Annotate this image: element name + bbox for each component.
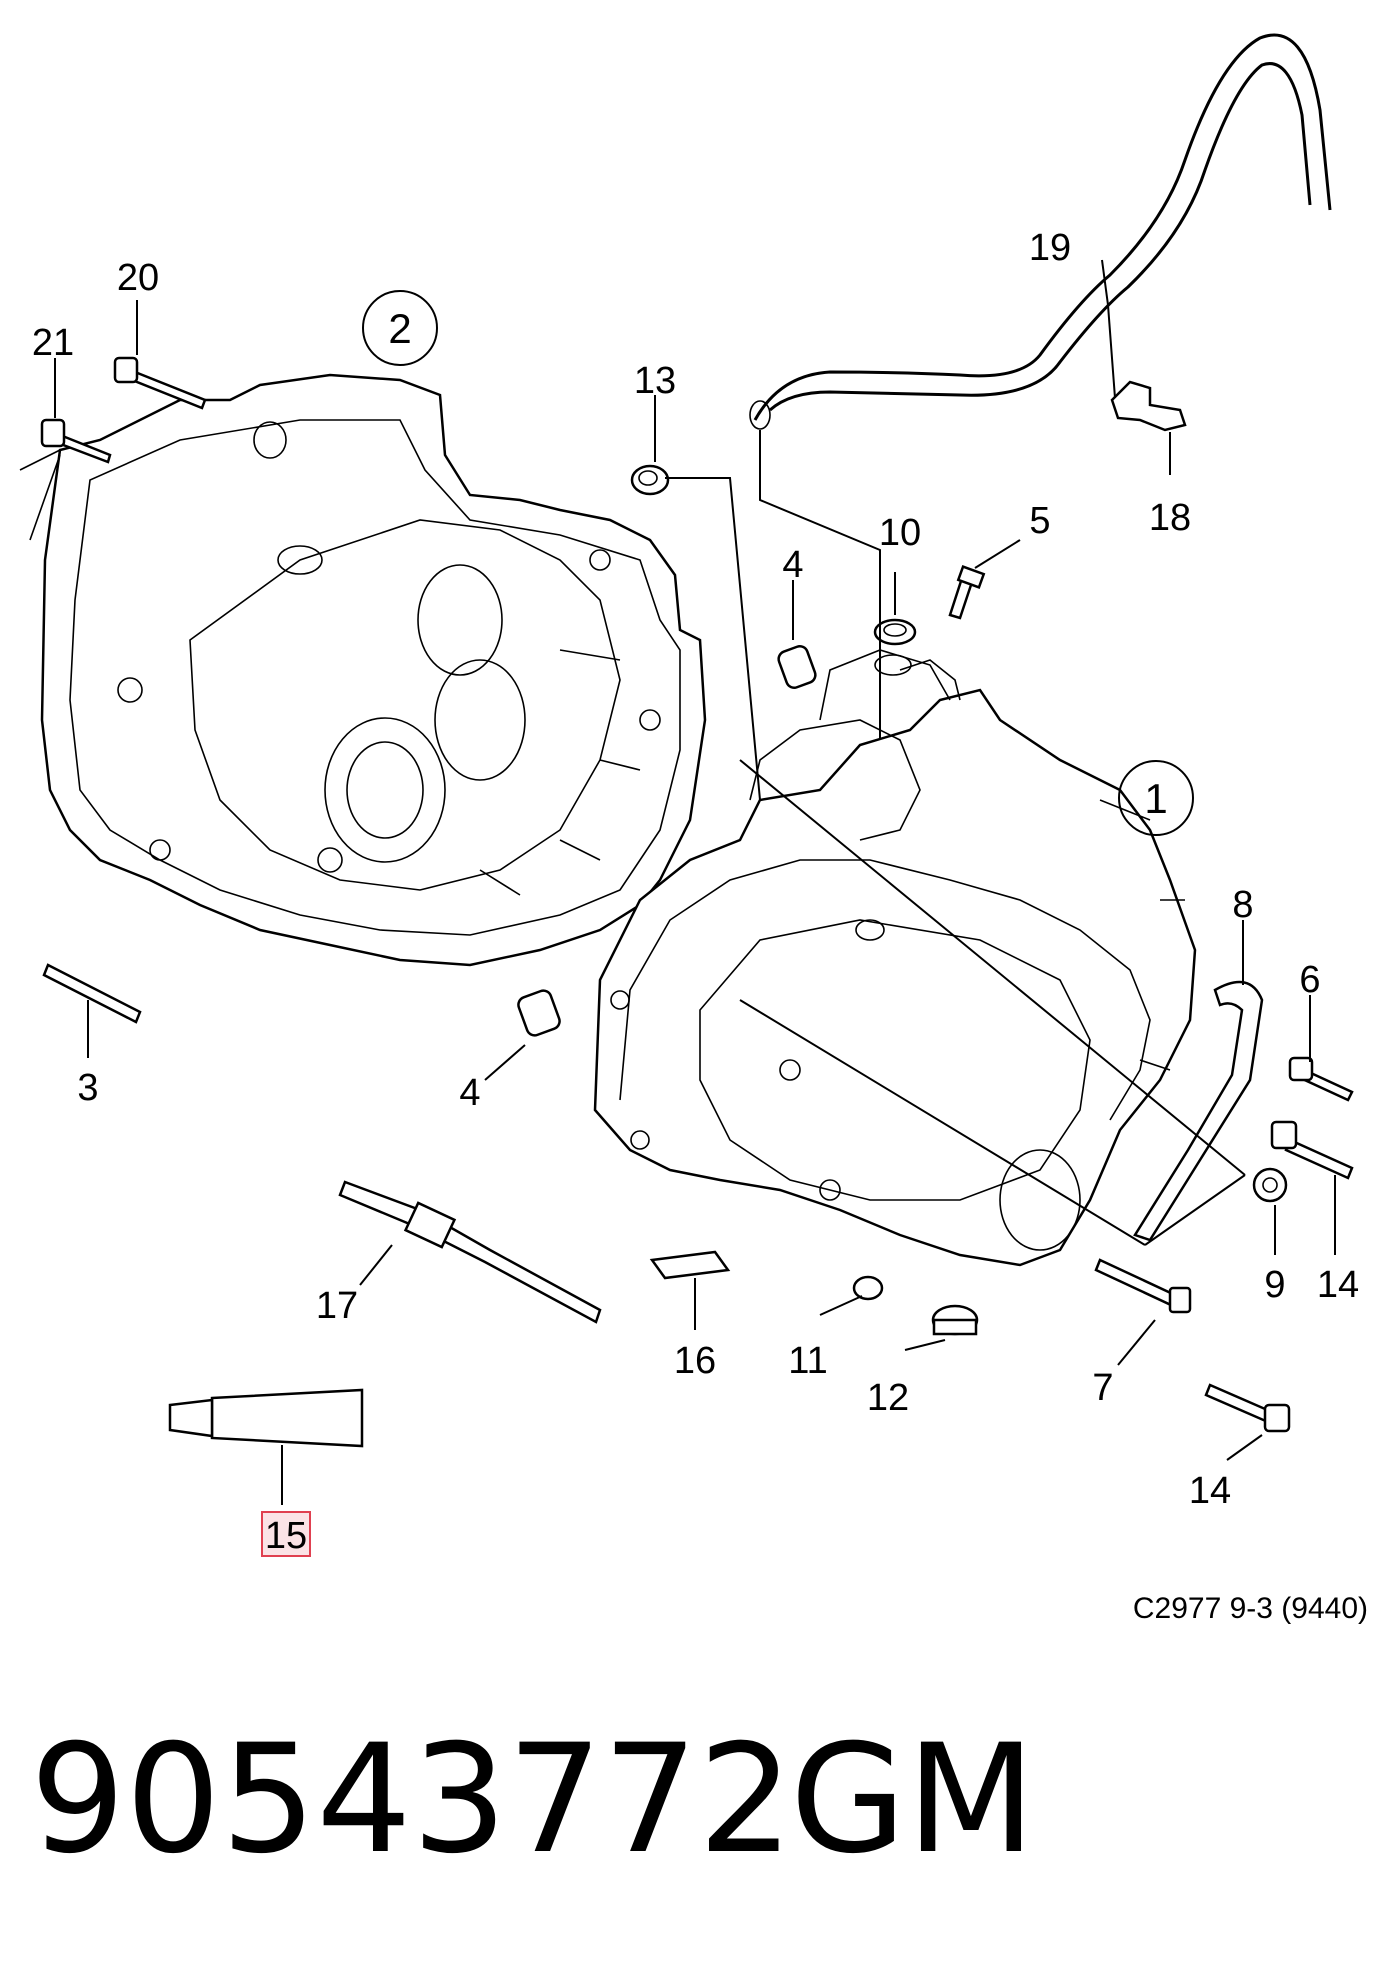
gasket-16[interactable] <box>649 1250 731 1280</box>
assembly-label-1[interactable]: 1 <box>1144 775 1167 822</box>
callout-8[interactable]: 8 <box>1232 884 1253 926</box>
callout-17[interactable]: 17 <box>316 1285 358 1327</box>
bolt-6[interactable] <box>1288 1056 1354 1102</box>
callout-18[interactable]: 18 <box>1149 497 1191 539</box>
hose-clip[interactable] <box>1110 380 1187 432</box>
clutch-housing[interactable] <box>19 373 707 967</box>
callout-19[interactable]: 19 <box>1029 227 1071 269</box>
callout-9[interactable]: 9 <box>1264 1264 1285 1306</box>
stud-3[interactable] <box>42 963 142 1024</box>
dowel-sleeve-upper[interactable] <box>776 644 817 690</box>
callout-4-upper[interactable]: 4 <box>782 544 803 586</box>
sealant-tube-15[interactable] <box>168 1388 364 1448</box>
nut-9[interactable] <box>1252 1167 1288 1203</box>
bolt-20[interactable] <box>113 356 207 410</box>
bolt-14-lower[interactable] <box>1204 1383 1291 1433</box>
diagram-reference-code: C2977 9-3 (9440) <box>1133 1592 1368 1625</box>
part-number: 90543772 <box>30 1713 794 1887</box>
callout-15-highlight <box>261 1511 311 1557</box>
dowel-sleeve-lower[interactable] <box>516 988 562 1037</box>
breather-hose[interactable] <box>749 33 1332 430</box>
assembly-label-2[interactable]: 2 <box>388 305 411 352</box>
callout-5[interactable]: 5 <box>1029 500 1050 542</box>
plug-10[interactable] <box>873 618 917 646</box>
callout-10[interactable]: 10 <box>879 512 921 554</box>
bolt-14-upper[interactable] <box>1270 1120 1354 1180</box>
callout-12[interactable]: 12 <box>867 1377 909 1419</box>
callout-4-lower[interactable]: 4 <box>459 1072 480 1114</box>
callout-14-upper[interactable]: 14 <box>1317 1264 1359 1306</box>
assembly-circle-2 <box>362 290 438 366</box>
callout-7[interactable]: 7 <box>1092 1367 1113 1409</box>
breather-nipple[interactable] <box>630 464 670 496</box>
callout-13[interactable]: 13 <box>634 360 676 402</box>
bolt-21[interactable] <box>40 418 112 464</box>
assembly-circle-1 <box>1118 760 1194 836</box>
callout-16[interactable]: 16 <box>674 1340 716 1382</box>
plug-12[interactable] <box>931 1304 979 1336</box>
callout-15[interactable]: 15 <box>265 1515 307 1557</box>
bolt-7[interactable] <box>1094 1258 1192 1314</box>
brand-name: GM <box>790 1713 1036 1887</box>
bolt-5[interactable] <box>948 565 986 620</box>
callout-3[interactable]: 3 <box>77 1067 98 1109</box>
callout-20[interactable]: 20 <box>117 257 159 299</box>
callout-14-lower[interactable]: 14 <box>1189 1470 1231 1512</box>
callout-21[interactable]: 21 <box>32 322 74 364</box>
selector-rod-17[interactable] <box>338 1180 602 1324</box>
leader-lines <box>54 259 1336 1505</box>
bracket-8[interactable] <box>1133 980 1264 1242</box>
callout-11[interactable]: 11 <box>788 1340 827 1382</box>
callout-6[interactable]: 6 <box>1299 959 1320 1001</box>
plug-11[interactable] <box>852 1275 884 1301</box>
